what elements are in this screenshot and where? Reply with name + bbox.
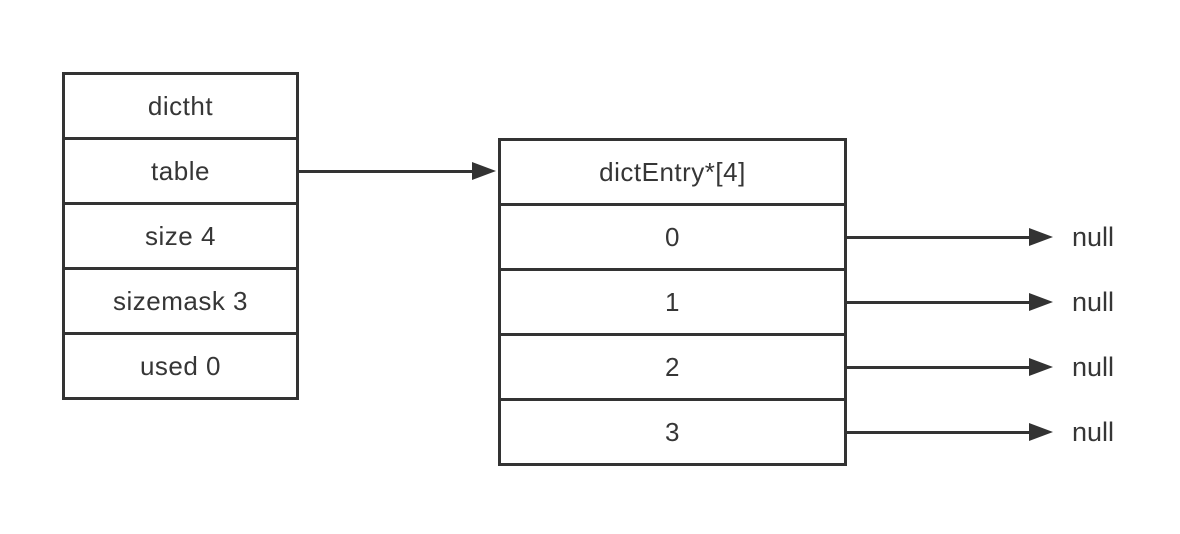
arrowhead-icon	[1029, 293, 1053, 311]
dictentry-bucket-1: 1	[501, 271, 844, 336]
arrow-shaft	[845, 235, 1029, 239]
arrow-shaft	[299, 169, 472, 173]
dictht-row-size: size 4	[65, 205, 296, 270]
dictht-row-title: dictht	[65, 75, 296, 140]
arrow-table-to-entries	[299, 162, 496, 180]
null-label-bucket-0: null	[1072, 222, 1115, 252]
arrow-shaft	[845, 365, 1029, 369]
dictentry-bucket-2: 2	[501, 336, 844, 401]
dictentry-bucket-0: 0	[501, 206, 844, 271]
dictht-row-sizemask: sizemask 3	[65, 270, 296, 335]
dictht-row-used: used 0	[139, 350, 222, 381]
arrow-bucket-3-to-null	[845, 423, 1053, 441]
arrow-bucket-0-to-null	[845, 228, 1053, 246]
dictht-row-table: table	[65, 140, 296, 205]
null-label-bucket-1: null	[1072, 287, 1115, 317]
arrow-bucket-2-to-null	[845, 358, 1053, 376]
null-label-bucket-3: null	[1072, 417, 1115, 447]
arrowhead-icon	[1029, 228, 1053, 246]
dictht-struct-table: dictht table size 4 sizemask 3 used 0	[62, 72, 299, 400]
arrowhead-icon	[472, 162, 496, 180]
arrow-bucket-1-to-null	[845, 293, 1053, 311]
arrow-shaft	[845, 300, 1029, 304]
arrowhead-icon	[1029, 358, 1053, 376]
arrowhead-icon	[1029, 423, 1053, 441]
dictentry-bucket-3: 3	[665, 416, 680, 447]
null-label-bucket-2: null	[1072, 352, 1115, 382]
arrow-shaft	[845, 430, 1029, 434]
dictentry-header: dictEntry*[4]	[501, 141, 844, 206]
dictentry-array-table: dictEntry*[4] 0 1 2 3	[498, 138, 847, 466]
